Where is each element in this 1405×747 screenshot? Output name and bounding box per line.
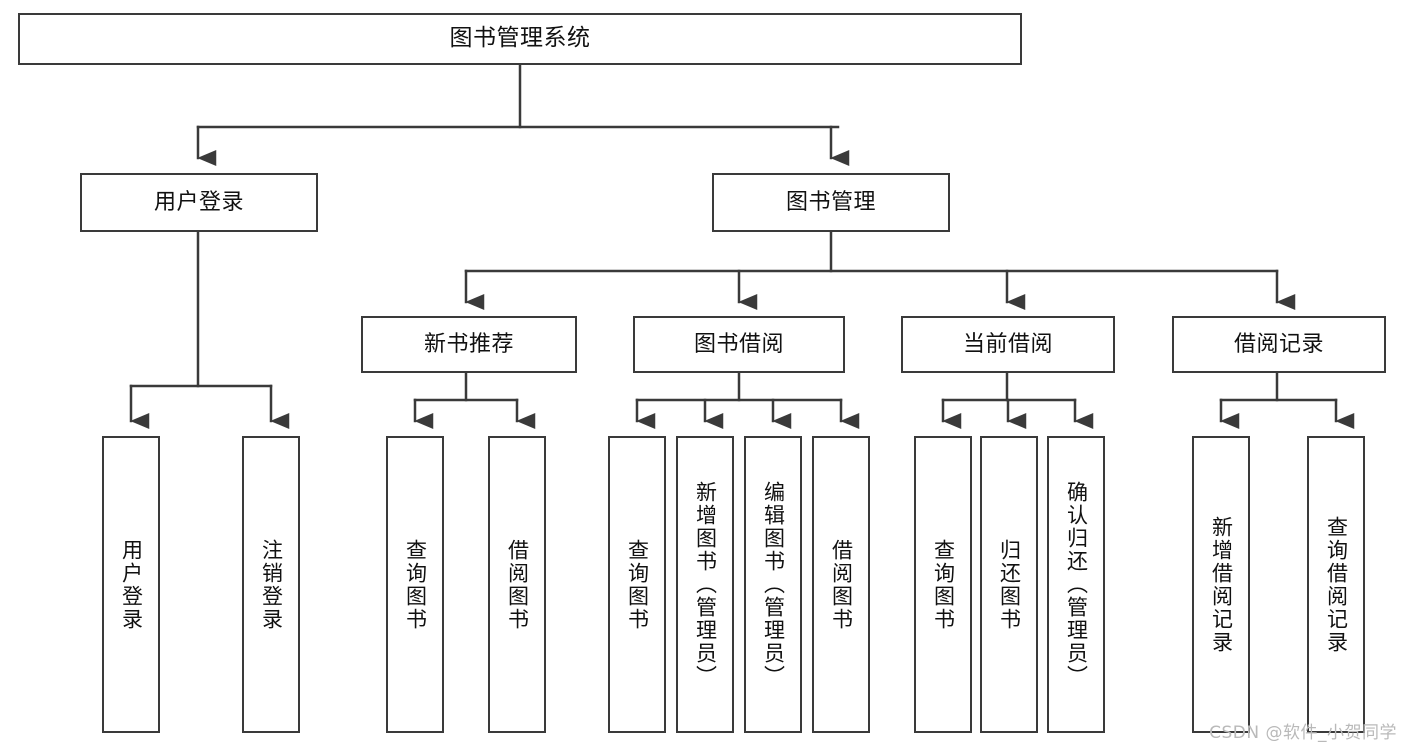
node-label: 借阅记录	[1233, 331, 1324, 357]
node-label: 查询图书	[403, 538, 428, 631]
leaf-borrow-borrow-book[interactable]: 借阅图书	[812, 436, 870, 733]
leaf-borrow-add-book-admin[interactable]: 新增图书（管理员）	[676, 436, 734, 733]
node-label: 图书借阅	[693, 331, 784, 357]
node-label: 注销登录	[259, 538, 284, 631]
node-user-login[interactable]: 用户登录	[80, 173, 318, 232]
watermark-text: CSDN @软件_小贺同学	[1209, 723, 1397, 743]
node-label: 新增图书（管理员）	[693, 481, 718, 688]
node-label: 查询图书	[931, 538, 956, 631]
leaf-current-confirm-return-admin[interactable]: 确认归还（管理员）	[1047, 436, 1105, 733]
leaf-user-login-logout[interactable]: 注销登录	[242, 436, 300, 733]
node-label: 借阅图书	[505, 538, 530, 631]
leaf-new-book-borrow[interactable]: 借阅图书	[488, 436, 546, 733]
node-label: 当前借阅	[962, 331, 1053, 357]
node-label: 归还图书	[997, 538, 1022, 631]
node-new-book-recommendation[interactable]: 新书推荐	[361, 316, 577, 373]
node-label: 借阅图书	[829, 538, 854, 631]
node-label: 用户登录	[153, 189, 244, 215]
leaf-borrow-edit-book-admin[interactable]: 编辑图书（管理员）	[744, 436, 802, 733]
node-label: 图书管理系统	[449, 25, 591, 52]
node-label: 图书管理	[785, 189, 876, 215]
node-label: 新增借阅记录	[1209, 515, 1234, 654]
node-label: 新书推荐	[423, 331, 514, 357]
leaf-current-return-book[interactable]: 归还图书	[980, 436, 1038, 733]
leaf-borrow-query-book[interactable]: 查询图书	[608, 436, 666, 733]
leaf-user-login-login[interactable]: 用户登录	[102, 436, 160, 733]
node-book-management[interactable]: 图书管理	[712, 173, 950, 232]
node-label: 查询借阅记录	[1324, 515, 1349, 654]
leaf-record-query-borrow-record[interactable]: 查询借阅记录	[1307, 436, 1365, 733]
leaf-record-add-borrow-record[interactable]: 新增借阅记录	[1192, 436, 1250, 733]
node-current-borrowing[interactable]: 当前借阅	[901, 316, 1115, 373]
node-book-borrowing[interactable]: 图书借阅	[633, 316, 845, 373]
leaf-current-query-book[interactable]: 查询图书	[914, 436, 972, 733]
node-label: 用户登录	[119, 538, 144, 631]
node-root-book-management-system[interactable]: 图书管理系统	[18, 13, 1022, 65]
node-label: 编辑图书（管理员）	[761, 481, 786, 688]
node-label: 查询图书	[625, 538, 650, 631]
leaf-new-book-query[interactable]: 查询图书	[386, 436, 444, 733]
node-label: 确认归还（管理员）	[1064, 481, 1089, 688]
node-borrow-records[interactable]: 借阅记录	[1172, 316, 1386, 373]
